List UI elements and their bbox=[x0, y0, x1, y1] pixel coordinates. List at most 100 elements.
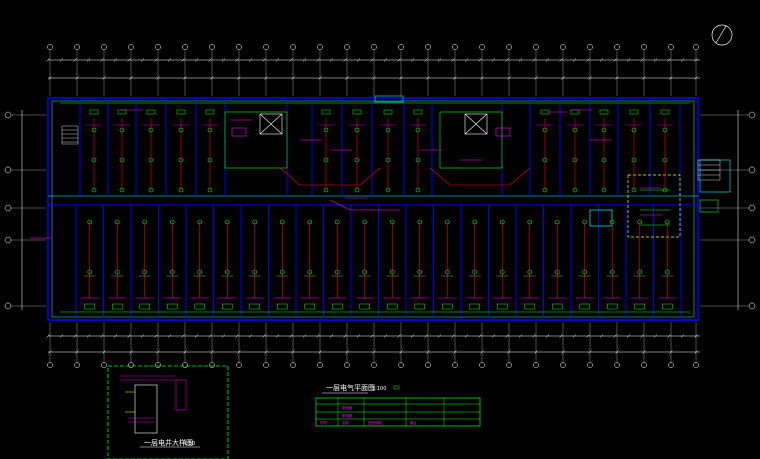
switch-box-icon bbox=[570, 109, 580, 115]
dimension-tick bbox=[345, 76, 349, 80]
dimension-tick bbox=[669, 350, 673, 354]
dimension-tick bbox=[156, 76, 160, 80]
socket-icon bbox=[579, 303, 590, 310]
ceiling-light-icon bbox=[119, 157, 125, 163]
ceiling-light-icon bbox=[323, 157, 329, 163]
dimension-tick bbox=[113, 334, 118, 338]
ceiling-light-icon bbox=[207, 127, 213, 133]
building-outline bbox=[47, 95, 731, 321]
dimension-tick bbox=[626, 58, 631, 62]
socket-icon bbox=[469, 303, 480, 310]
dimension-tick bbox=[127, 58, 131, 62]
dimension-tick bbox=[383, 334, 388, 338]
axis-bubble bbox=[748, 166, 756, 174]
axis-bubble bbox=[398, 44, 404, 50]
switch-box-icon bbox=[629, 109, 639, 115]
dimension-tick bbox=[410, 58, 415, 62]
dimension-tick bbox=[289, 58, 293, 62]
ceiling-light-icon bbox=[554, 219, 560, 225]
switch-box-icon bbox=[599, 109, 609, 115]
dimension-tick bbox=[100, 334, 104, 338]
ceiling-light-icon bbox=[252, 219, 258, 225]
socket-icon bbox=[414, 303, 425, 310]
axis-bubble bbox=[4, 204, 12, 212]
axis-bubble bbox=[587, 44, 593, 50]
socket-icon bbox=[277, 303, 288, 310]
dimension-tick bbox=[210, 350, 214, 354]
dimension-tick bbox=[86, 58, 91, 62]
dimension-tick bbox=[464, 334, 469, 338]
circuit-labels bbox=[30, 109, 662, 239]
dimension-tick bbox=[113, 58, 118, 62]
dimension-tick bbox=[237, 350, 241, 354]
dimension-tick bbox=[289, 334, 293, 338]
dimension-tick bbox=[167, 58, 172, 62]
dimension-tick bbox=[397, 58, 401, 62]
dimension-tick bbox=[653, 58, 658, 62]
ceiling-light-icon bbox=[499, 269, 505, 275]
axis-bubble bbox=[560, 362, 566, 368]
dimension-tick bbox=[507, 350, 511, 354]
dimension-tick bbox=[680, 58, 685, 62]
ceiling-light-icon bbox=[662, 187, 668, 193]
dimension-tick bbox=[599, 58, 604, 62]
ceiling-light-icon bbox=[279, 219, 285, 225]
dimension-tick bbox=[194, 58, 199, 62]
axis-bubble bbox=[479, 44, 485, 50]
ceiling-light-icon bbox=[572, 127, 578, 133]
ceiling-light-icon bbox=[389, 269, 395, 275]
ceiling-light-icon bbox=[385, 127, 391, 133]
socket-icon bbox=[304, 303, 315, 310]
ceiling-light-icon bbox=[323, 187, 329, 193]
legend-header-note: 备注 bbox=[410, 420, 417, 425]
dimension-tick bbox=[397, 334, 401, 338]
dimension-tick bbox=[370, 334, 374, 338]
axis-bubble bbox=[209, 362, 215, 368]
legend-row-2-name: 配电箱 bbox=[342, 413, 353, 418]
dimension-tick bbox=[640, 58, 644, 62]
dimension-tick bbox=[426, 76, 430, 80]
ceiling-light-icon bbox=[354, 157, 360, 163]
ceiling-light-icon bbox=[87, 219, 93, 225]
dimension-tick bbox=[680, 334, 685, 338]
dimension-tick bbox=[480, 350, 484, 354]
axis-bubble bbox=[452, 362, 458, 368]
dimension-tick bbox=[545, 334, 550, 338]
ceiling-light-icon bbox=[582, 219, 588, 225]
axis-bubble bbox=[533, 44, 539, 50]
ceiling-light-icon bbox=[542, 157, 548, 163]
axis-bubble bbox=[4, 302, 12, 310]
axis-bubble bbox=[128, 44, 134, 50]
dimension-tick bbox=[356, 58, 361, 62]
dimension-tick bbox=[275, 58, 280, 62]
distribution-cabinet-zone bbox=[589, 174, 719, 238]
ceiling-light-icon bbox=[472, 269, 478, 275]
room-partitions bbox=[75, 101, 682, 317]
socket-icon bbox=[524, 303, 535, 310]
axis-bubble bbox=[398, 362, 404, 368]
axis-bubble bbox=[101, 44, 107, 50]
upper-room-circuits bbox=[86, 109, 673, 193]
ceiling-light-icon bbox=[178, 187, 184, 193]
axis-bubble bbox=[290, 362, 296, 368]
axis-bubble bbox=[668, 44, 674, 50]
dimension-tick bbox=[208, 58, 212, 62]
dimension-tick bbox=[561, 350, 565, 354]
ceiling-light-icon bbox=[415, 127, 421, 133]
dimension-tick bbox=[653, 334, 658, 338]
switch-box-icon bbox=[205, 109, 215, 115]
ceiling-light-icon bbox=[207, 187, 213, 193]
ceiling-light-icon bbox=[444, 219, 450, 225]
dimension-tick bbox=[48, 350, 52, 354]
dimension-tick bbox=[642, 76, 646, 80]
top-dimension-ticks bbox=[46, 58, 698, 80]
dimension-tick bbox=[156, 350, 160, 354]
socket-icon bbox=[662, 303, 673, 310]
axis-bubble bbox=[74, 362, 80, 368]
dimension-tick bbox=[46, 58, 50, 62]
dimension-tick bbox=[318, 350, 322, 354]
axis-bubble bbox=[101, 362, 107, 368]
switch-box-icon bbox=[413, 109, 423, 115]
trunk-wiring bbox=[60, 102, 690, 313]
